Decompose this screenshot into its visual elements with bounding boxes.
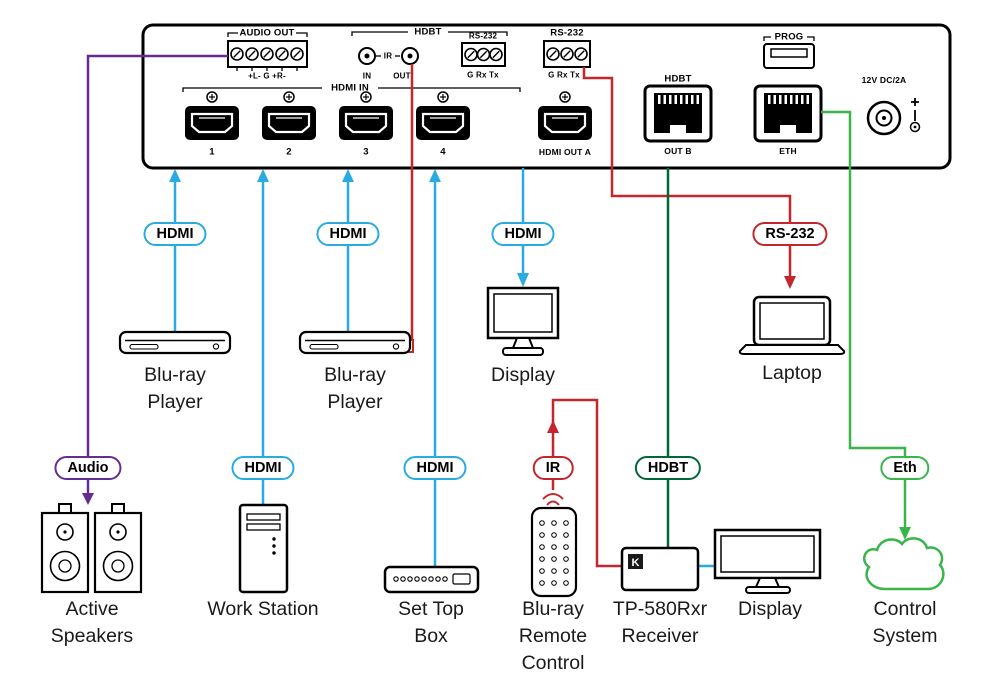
- prog-usb-port: [763, 36, 815, 69]
- power-label: 12V DC/2A: [861, 75, 907, 85]
- display-bottom-label: Display: [738, 598, 802, 620]
- hdmi-pill-in4: HDMI: [403, 456, 467, 480]
- ir-pill: IR: [532, 456, 574, 480]
- rs232-pill: RS-232: [752, 222, 828, 246]
- hdbt-out-b-port: [643, 84, 713, 143]
- audio-cable: [82, 54, 228, 505]
- set-top-box-icon: [383, 565, 480, 594]
- rs232-label: RS-232: [550, 27, 584, 39]
- power-connector: [866, 98, 921, 136]
- hdbt-group-label: HDBT: [414, 26, 442, 38]
- rs232-pins-label: G Rx Tx: [548, 70, 580, 80]
- rs232-connector: [543, 40, 591, 68]
- receiver-icon: K: [620, 546, 700, 592]
- hdmi-pill-in1: HDMI: [143, 222, 207, 246]
- control-system-cloud-icon: [862, 537, 945, 591]
- hdmi-pill-in2: HDMI: [231, 456, 295, 480]
- workstation-icon: [238, 503, 289, 594]
- laptop-icon: [738, 295, 846, 355]
- bluray-player-1-icon: [118, 330, 232, 355]
- hdmi-port-1-label: 1: [209, 146, 215, 158]
- active-speakers-label: Active Speakers: [50, 598, 134, 647]
- hdbt-rs232-label: RS-232: [468, 31, 498, 41]
- control-system-label: Control System: [872, 598, 938, 647]
- laptop-label: Laptop: [762, 362, 822, 384]
- remote-control-label: Blu-ray Remote Control: [518, 598, 588, 674]
- hdmi-in-label: HDMI IN: [331, 82, 369, 94]
- set-top-box-label: Set Top Box: [398, 598, 464, 647]
- remote-control-icon: [530, 506, 578, 598]
- active-speakers-icon: [40, 502, 143, 594]
- eth-label: ETH: [779, 146, 797, 156]
- hdbt-group-connector: [351, 31, 508, 67]
- display-mid-icon: [486, 286, 560, 356]
- eth-pill: Eth: [880, 456, 930, 480]
- display-bottom-icon: [713, 528, 822, 594]
- hdmi-port-3-label: 3: [363, 146, 369, 158]
- bluray-player-2-label: Blu-ray Player: [324, 364, 386, 413]
- audio-pill: Audio: [54, 456, 122, 480]
- prog-label: PROG: [774, 31, 804, 43]
- hdmi-pill-out-a: HDMI: [491, 222, 555, 246]
- hdbt-rs232-pins-label: G Rx Tx: [467, 70, 499, 80]
- audio-out-pins-label: +L- G +R-: [248, 71, 286, 81]
- bluray-player-1-label: Blu-ray Player: [144, 364, 206, 413]
- out-b-label: OUT B: [664, 146, 692, 156]
- kramer-logo: K: [632, 557, 640, 569]
- receiver-label: TP-580Rxr Receiver: [612, 598, 708, 647]
- audio-out-connector: [227, 32, 308, 71]
- audio-out-label: AUDIO OUT: [239, 27, 295, 39]
- bluray-player-2-icon: [298, 330, 412, 355]
- ir-out-label: OUT: [393, 71, 411, 81]
- hdbt-pill: HDBT: [634, 456, 702, 480]
- workstation-label: Work Station: [207, 598, 319, 620]
- hdbt-out-label: HDBT: [664, 73, 692, 85]
- ir-label: IR: [383, 51, 393, 61]
- hdmi-pill-in3: HDMI: [316, 222, 380, 246]
- hdmi-out-a-label: HDMI OUT A: [538, 147, 592, 157]
- display-mid-label: Display: [491, 364, 555, 386]
- ir-in-label: IN: [362, 71, 372, 81]
- hdmi-port-2-label: 2: [286, 146, 292, 158]
- hdmi-port-4-label: 4: [440, 146, 446, 158]
- eth-port: [753, 84, 823, 143]
- hdmi-cables: [169, 168, 715, 568]
- hdmi-in-bracket: [182, 87, 521, 92]
